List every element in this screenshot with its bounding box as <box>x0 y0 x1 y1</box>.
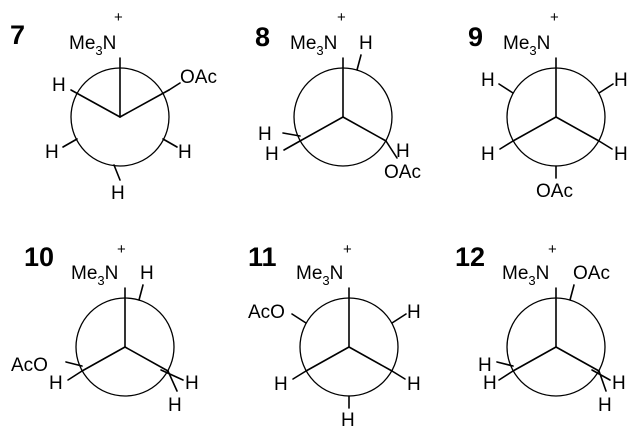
trimethylammonium-label: Me3N <box>69 33 116 58</box>
hydrogen-label: H <box>168 395 182 416</box>
acyloxy-label: AcO <box>248 302 285 323</box>
compound-number-11: 11 <box>248 242 277 272</box>
hydrogen-label: H <box>407 302 421 323</box>
front-bond-extension <box>385 140 398 159</box>
front-bond-extension <box>598 370 607 392</box>
back-bond-lower-right <box>162 138 178 148</box>
acetoxy-label: OAc <box>180 67 217 88</box>
hydrogen-label: H <box>359 33 373 54</box>
front-bond-extension <box>167 370 178 392</box>
hydrogen-label: H <box>140 263 154 284</box>
compound-number-9: 9 <box>468 22 483 52</box>
structure-10: 10 + Me3N H AcO H H H <box>11 241 199 416</box>
trimethylammonium-label: Me3N <box>502 263 549 288</box>
hydrogen-label: H <box>178 142 192 163</box>
charge-plus: + <box>548 241 557 258</box>
back-bond-upper-right <box>391 313 407 324</box>
charge-plus: + <box>337 9 346 26</box>
front-bond-lower-right <box>348 346 393 372</box>
hydrogen-label: H <box>481 144 495 165</box>
back-bond-right <box>160 369 184 381</box>
compound-number-7: 7 <box>10 20 25 50</box>
structure-9: 9 + Me3N H H H H OAc <box>468 9 628 202</box>
charge-plus: + <box>117 241 126 258</box>
hydrogen-label: H <box>396 141 410 162</box>
acyloxy-label: AcO <box>11 355 48 376</box>
hydrogen-label: H <box>483 373 497 394</box>
structure-7: 7 + Me3N OAc H H H H <box>10 9 217 204</box>
hydrogen-label: H <box>45 142 59 163</box>
back-bond-upper-left <box>498 83 514 94</box>
hydrogen-label: H <box>111 183 125 204</box>
front-bond-extension <box>292 370 307 380</box>
back-bond-left <box>65 361 83 367</box>
hydrogen-label: H <box>258 124 272 145</box>
front-bond-extension <box>391 370 406 380</box>
charge-plus: + <box>114 9 123 26</box>
front-bond-extension <box>168 82 181 91</box>
charge-plus: + <box>343 241 352 258</box>
front-bond-lower-right <box>342 116 387 142</box>
hydrogen-label: H <box>49 373 63 394</box>
structure-8: 8 + Me3N H H H H OAc <box>255 9 421 183</box>
compound-number-8: 8 <box>255 22 270 52</box>
hydrogen-label: H <box>614 144 628 165</box>
hydrogen-label: H <box>612 373 626 394</box>
front-bond-lower-left <box>81 346 126 372</box>
front-bond-lower-left <box>299 116 344 142</box>
front-bond-extension <box>67 370 83 381</box>
compound-number-10: 10 <box>24 242 54 272</box>
acetoxy-label: OAc <box>536 181 573 202</box>
hydrogen-label: H <box>274 374 288 395</box>
front-bond-upper-right <box>119 89 170 118</box>
front-bond-lower-left <box>305 346 350 372</box>
front-bond-lower-left <box>512 346 557 372</box>
hydrogen-label: H <box>598 395 612 416</box>
front-bond-extension <box>598 140 613 150</box>
front-bond-lower-right <box>555 346 600 372</box>
back-bond-left <box>496 361 514 367</box>
front-bond-lower-right <box>124 346 169 372</box>
structure-11: 11 + Me3N AcO H H H H <box>248 241 421 428</box>
front-bond-upper-left <box>70 89 121 118</box>
acetoxy-label: OAc <box>384 162 421 183</box>
hydrogen-label: H <box>407 374 421 395</box>
back-bond-up-right <box>356 54 362 71</box>
front-bond-extension <box>498 370 514 381</box>
hydrogen-label: H <box>478 355 492 376</box>
hydrogen-label: H <box>185 373 199 394</box>
back-bond-left <box>282 132 301 137</box>
front-bond-lower-right <box>555 116 600 142</box>
hydrogen-label: H <box>614 70 628 91</box>
trimethylammonium-label: Me3N <box>296 263 343 288</box>
back-bond-lower-left <box>62 138 78 148</box>
hydrogen-label: H <box>52 75 66 96</box>
back-bond-down <box>113 164 121 181</box>
trimethylammonium-label: Me3N <box>290 33 337 58</box>
back-bond-up-right <box>138 284 144 301</box>
back-bond-up-right <box>569 284 575 301</box>
hydrogen-label: H <box>265 144 279 165</box>
hydrogen-label: H <box>481 70 495 91</box>
structure-12: 12 + Me3N OAc H H H H <box>455 241 626 416</box>
front-bond-extension <box>283 140 301 151</box>
back-bond-upper-left <box>291 313 307 324</box>
charge-plus: + <box>550 9 559 26</box>
trimethylammonium-label: Me3N <box>71 263 118 288</box>
front-bond-extension <box>499 140 514 150</box>
back-bond-upper-right <box>598 83 614 94</box>
compound-number-12: 12 <box>455 242 485 272</box>
acetoxy-label: OAc <box>573 263 610 284</box>
trimethylammonium-label: Me3N <box>503 33 550 58</box>
front-bond-lower-left <box>512 116 557 142</box>
hydrogen-label: H <box>341 410 355 428</box>
